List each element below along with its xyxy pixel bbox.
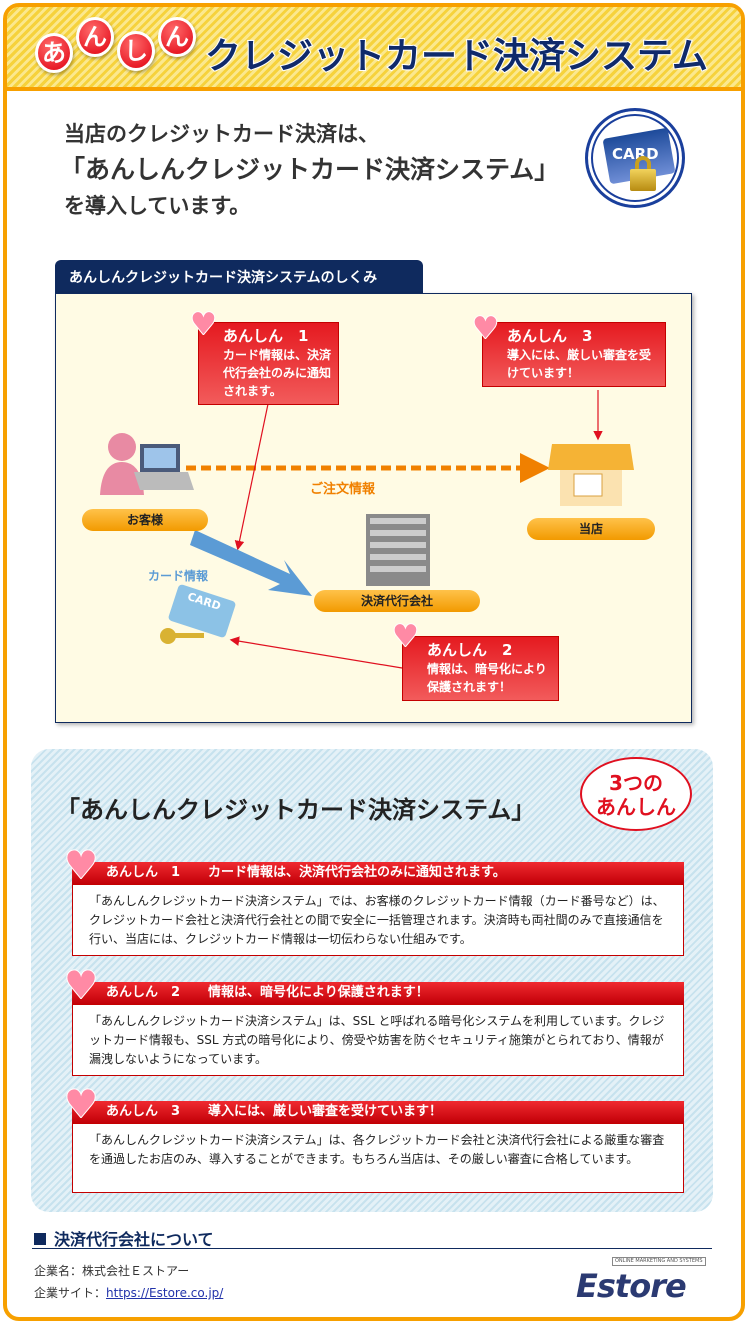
footer-divider	[32, 1248, 712, 1249]
card-info-label: カード情報	[148, 569, 209, 583]
item-body-1: 「あんしんクレジットカード決済システム」では、お客様のクレジットカード情報（カー…	[72, 884, 684, 956]
callout-title: あんしん 3	[507, 327, 593, 345]
footer-heading-text: 決済代行会社について	[54, 1230, 214, 1249]
estore-logo: Estore	[576, 1267, 687, 1305]
badge-line: あんしん	[596, 795, 676, 819]
heart-icon: ♥	[63, 963, 99, 1007]
callout-title: あんしん 1	[223, 327, 309, 345]
badge-line: 3つの	[609, 771, 663, 795]
intro-line-3: を導入しています。	[64, 194, 251, 218]
company-name: 企業名：株式会社Ｅストアー	[34, 1264, 190, 1278]
site-label: 企業サイト：	[34, 1286, 107, 1300]
item-heading: 導入には、厳しい審査を受けています！	[208, 1104, 443, 1119]
item-header-1: あんしん 1 カード情報は、決済代行会社のみに通知されます。	[72, 862, 684, 884]
three-anshin-badge: 3つのあんしん	[580, 757, 692, 831]
logo-char: し	[117, 31, 155, 71]
item-num: あんしん 3	[106, 1104, 181, 1119]
logo-char: ん	[76, 17, 114, 57]
item-heading: カード情報は、決済代行会社のみに通知されます。	[208, 865, 506, 880]
heart-icon: ♥	[63, 1082, 99, 1126]
heart-icon: ♥	[471, 311, 500, 346]
intro-line-2: 「あんしんクレジットカード決済システム」	[60, 155, 560, 184]
logo-char: あ	[35, 33, 73, 73]
callout-text: 導入には、厳しい審査を受けています！	[507, 348, 652, 380]
customer-label: お客様	[82, 509, 208, 531]
site-link[interactable]: https://Estore.co.jp/	[106, 1286, 224, 1300]
callout1-pointer	[234, 403, 269, 551]
server-icon	[366, 514, 430, 586]
square-bullet-icon	[34, 1233, 46, 1245]
card-info-arrow	[190, 530, 312, 596]
item-heading: 情報は、暗号化により保護されます！	[208, 985, 429, 1000]
card-key-icon	[160, 584, 236, 644]
payment-company-label: 決済代行会社	[314, 590, 480, 612]
item-header-2: あんしん 2 情報は、暗号化により保護されます！	[72, 982, 684, 1004]
logo-char: ん	[158, 17, 196, 57]
callout-text: 情報は、暗号化により保護されます！	[427, 662, 547, 694]
order-info-label: ご注文情報	[310, 482, 376, 497]
item-header-3: あんしん 3 導入には、厳しい審査を受けています！	[72, 1101, 684, 1123]
estore-tagline: ONLINE MARKETING AND SYSTEMS	[612, 1257, 706, 1266]
diagram-tab: あんしんクレジットカード決済システムのしくみ	[55, 260, 423, 296]
callout-anshin-2: あんしん 2 情報は、暗号化により保護されます！	[402, 636, 559, 701]
footer-heading: 決済代行会社について	[34, 1226, 214, 1250]
item-num: あんしん 2	[106, 985, 181, 1000]
heart-icon: ♥	[63, 843, 99, 887]
item-num: あんしん 1	[106, 865, 181, 880]
customer-icon	[100, 433, 194, 495]
heart-icon: ♥	[189, 307, 218, 342]
card-lock-icon: CARD	[585, 108, 685, 208]
callout2-pointer	[229, 636, 403, 669]
callout-anshin-1: あんしん 1 カード情報は、決済代行会社のみに通知されます。	[198, 322, 339, 405]
shop-label: 当店	[527, 518, 655, 540]
company-site: 企業サイト：https://Estore.co.jp/	[34, 1284, 223, 1301]
header-banner: あ ん し ん クレジットカード決済システム	[7, 7, 741, 91]
item-body-3: 「あんしんクレジットカード決済システム」は、各クレジットカード会社と決済代行会社…	[72, 1123, 684, 1193]
shop-icon	[548, 444, 634, 506]
page-title: クレジットカード決済システム	[204, 35, 709, 78]
heart-icon: ♥	[391, 619, 420, 654]
item-body-2: 「あんしんクレジットカード決済システム」は、SSL と呼ばれる暗号化システムを利…	[72, 1004, 684, 1076]
callout-anshin-3: あんしん 3 導入には、厳しい審査を受けています！	[482, 322, 666, 387]
panel-title: 「あんしんクレジットカード決済システム」	[56, 796, 536, 824]
intro-line-1: 当店のクレジットカード決済は、	[64, 122, 379, 146]
callout-title: あんしん 2	[427, 641, 513, 659]
callout-text: カード情報は、決済代行会社のみに通知されます。	[223, 348, 332, 398]
